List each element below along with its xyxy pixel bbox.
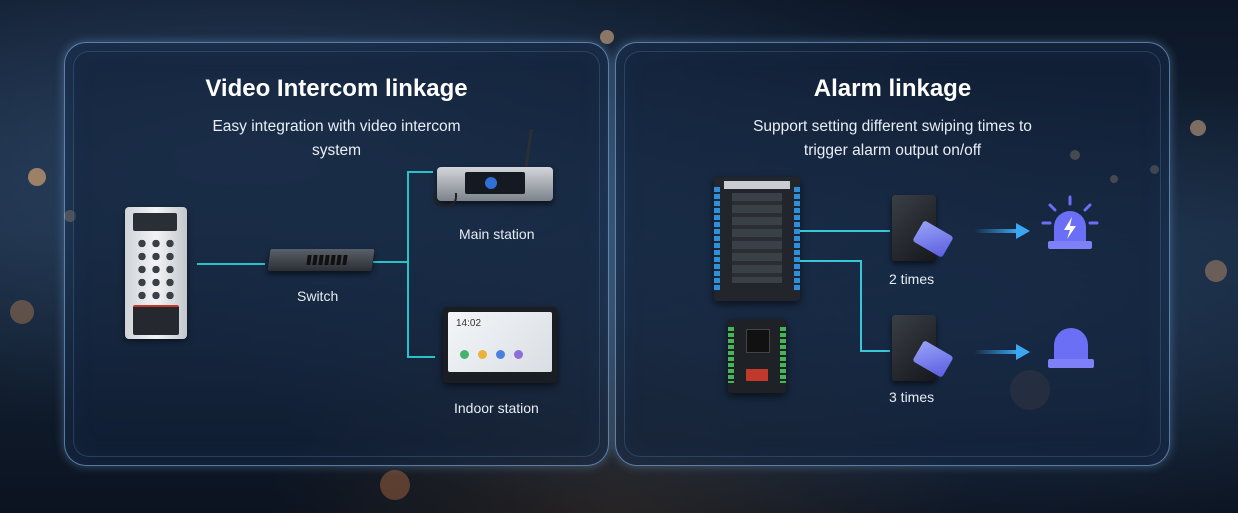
subtitle-line: Easy integration with video intercom bbox=[212, 118, 461, 135]
subtitle-line: trigger alarm output on/off bbox=[803, 142, 982, 159]
connector-line bbox=[197, 263, 265, 265]
indoor-screen: 14:02 bbox=[448, 312, 552, 372]
connector-line bbox=[407, 171, 433, 173]
connector-line bbox=[800, 230, 890, 232]
connector-line bbox=[860, 350, 890, 352]
indoor-time: 14:02 bbox=[456, 318, 482, 329]
door-station-device bbox=[125, 207, 187, 339]
camera-display bbox=[133, 213, 177, 231]
main-station-label: Main station bbox=[459, 226, 535, 242]
video-intercom-panel: Video Intercom linkage Easy integration … bbox=[64, 42, 609, 466]
alarm-linkage-panel: Alarm linkage Support setting different … bbox=[615, 42, 1170, 466]
indoor-station-label: Indoor station bbox=[454, 400, 539, 416]
connector-line bbox=[860, 260, 862, 352]
alarm-off-icon bbox=[1048, 328, 1094, 368]
handset-cord bbox=[433, 193, 457, 207]
alarm-on-icon bbox=[1041, 195, 1099, 249]
panel-subtitle: Support setting different swiping times … bbox=[616, 115, 1169, 163]
arrow-right-icon bbox=[974, 344, 1030, 360]
swipe-count-label: 3 times bbox=[889, 389, 935, 405]
switch-ports bbox=[306, 255, 348, 265]
switch-label: Switch bbox=[297, 288, 339, 304]
antenna bbox=[524, 128, 533, 172]
connector-line bbox=[800, 260, 862, 262]
swipe-count-label: 2 times bbox=[889, 271, 935, 287]
subtitle-line: system bbox=[311, 142, 362, 159]
keypad bbox=[135, 237, 177, 301]
connector-line bbox=[373, 261, 407, 263]
arrow-right-icon bbox=[974, 223, 1030, 239]
indoor-station-device: 14:02 bbox=[443, 307, 557, 383]
main-station-device bbox=[433, 128, 553, 209]
door-controller-module bbox=[728, 319, 786, 393]
panel-title: Alarm linkage bbox=[813, 75, 972, 102]
panel-title: Video Intercom linkage bbox=[205, 75, 468, 102]
subtitle-line: Support setting different swiping times … bbox=[753, 118, 1032, 135]
station-screen bbox=[465, 172, 525, 194]
panel-subtitle: Easy integration with video intercom sys… bbox=[65, 115, 608, 163]
connector-line bbox=[407, 171, 409, 357]
network-switch-device bbox=[267, 249, 375, 271]
access-controller-board bbox=[714, 177, 800, 301]
card-reader-area bbox=[133, 305, 179, 335]
connector-line bbox=[407, 356, 435, 358]
